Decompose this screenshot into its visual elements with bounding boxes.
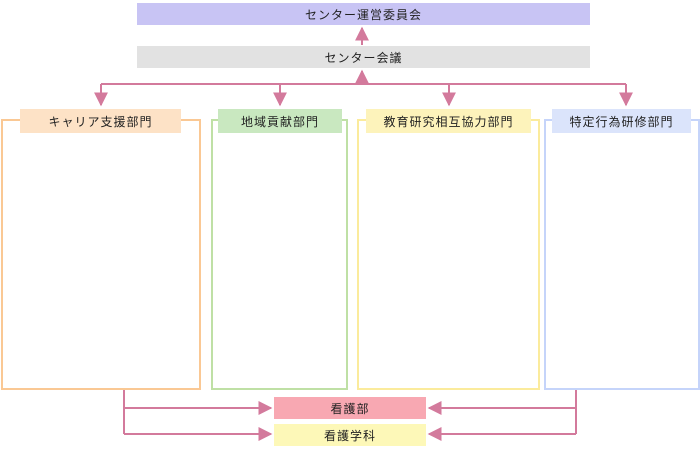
center-meeting: センター会議 [137,46,590,68]
nursing-department-label: 看護部 [330,401,370,416]
dept-career-support-text: キャリア支援部門 [48,114,153,129]
dept-community-contribution-label: 地域貢献部門 [218,109,342,133]
nursing-course: 看護学科 [274,424,426,446]
dept-specified-acts-training-text: 特定行為研修部門 [569,114,674,129]
nursing-course-label: 看護学科 [323,428,376,443]
dept-career-support-panel [1,119,201,390]
center-steering-committee-label: センター運営委員会 [304,7,422,22]
nursing-department: 看護部 [274,397,426,419]
dept-education-research-label: 教育研究相互協力部門 [366,109,531,133]
dept-education-research-panel [357,119,540,390]
center-steering-committee: センター運営委員会 [137,3,590,25]
dept-specified-acts-training-panel [544,119,700,390]
center-meeting-label: センター会議 [324,50,403,65]
dept-specified-acts-training-label: 特定行為研修部門 [552,109,691,133]
dept-community-contribution-panel [211,119,348,390]
dept-community-contribution-text: 地域貢献部門 [240,114,319,129]
dept-career-support-label: キャリア支援部門 [20,109,181,133]
dept-education-research-text: 教育研究相互協力部門 [383,114,514,129]
